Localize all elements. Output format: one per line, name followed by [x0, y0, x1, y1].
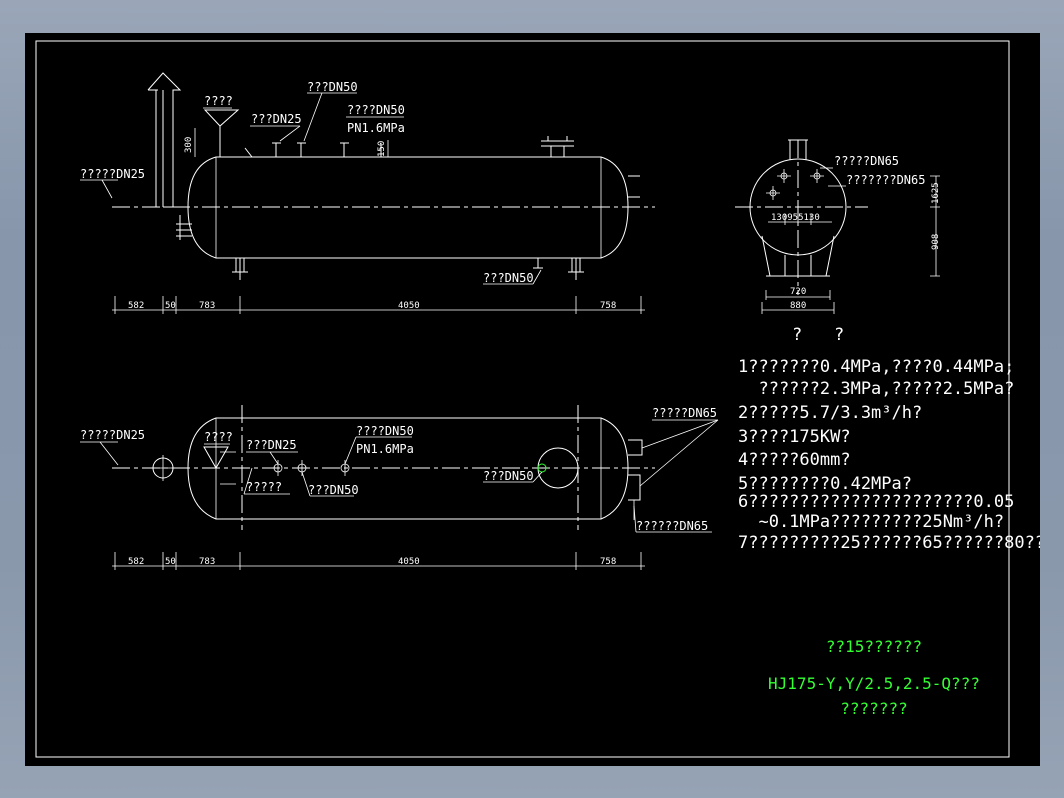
plan-label-vent-left: ?????DN25: [80, 428, 145, 442]
plan-dim-50: 50: [165, 557, 176, 567]
dim-880: 880: [790, 301, 806, 311]
technical-notes: ? ? 1???????0.4MPa,????0.44MPa; ??????2.…: [738, 325, 1040, 553]
title-line-3: ???????: [840, 699, 907, 718]
dim-720: 720: [790, 287, 806, 297]
elev-dim-4050: 4050: [398, 301, 420, 311]
plan-label-pn: PN1.6MPa: [356, 442, 414, 456]
plan-dimension-line: 582 50 783 4050 758: [112, 552, 645, 570]
label-nozzle-dn50-b: ????DN50: [347, 103, 405, 117]
notes-heading-right: ?: [834, 325, 844, 345]
title-line-2: HJ175-Y,Y/2.5,2.5-Q???: [768, 674, 980, 693]
label-dn65-a: ?????DN65: [834, 154, 899, 168]
label-dn65-b: ???????DN65: [846, 173, 925, 187]
label-pn: PN1.6MPa: [347, 121, 405, 135]
note-line-3: 2?????5.7/3.3m³/h?: [738, 403, 922, 423]
elev-dim-758: 758: [600, 301, 616, 311]
label-vent-left: ?????DN25: [80, 167, 145, 181]
vent-stack: [147, 72, 182, 208]
note-line-7: 6??????????????????????0.05: [738, 492, 1014, 512]
plan-view: ?????DN25 ???? ???DN25 ????DN50 PN1.6MPa…: [80, 405, 719, 570]
label-drain: ???DN50: [483, 271, 534, 285]
plan-label-dn25: ???DN25: [246, 438, 297, 452]
note-line-5: 4?????60mm?: [738, 450, 851, 470]
plan-dim-758: 758: [600, 557, 616, 567]
plan-dim-4050: 4050: [398, 557, 420, 567]
notes-heading-left: ?: [792, 325, 802, 345]
dim-150: 150: [377, 141, 387, 157]
label-nozzle-dn25: ???DN25: [251, 112, 302, 126]
drawing-sheet: ?????DN25 ???? ???DN25 ???DN50 ????DN50 …: [25, 33, 1040, 766]
note-line-6: 5????????0.42MPa?: [738, 474, 912, 494]
note-line-8: ~0.1MPa?????????25Nm³/h?: [738, 512, 1004, 532]
title-block: ??15?????? HJ175-Y,Y/2.5,2.5-Q??? ??????…: [768, 637, 980, 718]
plan-label-dn50-a: ????DN50: [356, 424, 414, 438]
dim-300: 300: [184, 137, 194, 153]
dim-908: 908: [931, 234, 941, 250]
label-nozzle-dn50-a: ???DN50: [307, 80, 358, 94]
plan-label-dn65-bottom: ??????DN65: [636, 519, 708, 533]
note-line-1: 1???????0.4MPa,????0.44MPa;: [738, 357, 1014, 377]
note-line-4: 3????175KW?: [738, 427, 851, 447]
elevation-view: ?????DN25 ???? ???DN25 ???DN50 ????DN50 …: [80, 72, 655, 314]
plan-label-dn65-top: ?????DN65: [652, 406, 717, 420]
elev-dim-50: 50: [165, 301, 176, 311]
bolt-dims: 130955130: [771, 213, 820, 223]
plan-label-bottom-a: ?????: [246, 480, 282, 494]
plan-dim-783: 783: [199, 557, 215, 567]
plan-label-mid-dn50: ???DN50: [483, 469, 534, 483]
plan-label-bottom-b: ???DN50: [308, 483, 359, 497]
dim-1625: 1625: [931, 182, 941, 204]
elev-dim-582: 582: [128, 301, 144, 311]
elevation-dimension-line: 582 50 783 4050 758: [112, 296, 645, 314]
drawing-border: [35, 40, 1010, 758]
cad-drawing: ?????DN25 ???? ???DN25 ???DN50 ????DN50 …: [35, 40, 1040, 758]
side-view: ?????DN65 ???????DN65 130955130 1625 908…: [735, 139, 941, 314]
plan-label-top-small: ????: [204, 430, 233, 444]
plan-dim-582: 582: [128, 557, 144, 567]
note-line-9: 7?????????25??????65??????80??: [738, 533, 1040, 553]
title-line-1: ??15??????: [826, 637, 922, 656]
top-hopper: [203, 109, 240, 127]
note-line-2: ??????2.3MPa,?????2.5MPa?: [738, 379, 1014, 399]
elev-dim-783: 783: [199, 301, 215, 311]
label-vent-top: ????: [204, 94, 233, 108]
